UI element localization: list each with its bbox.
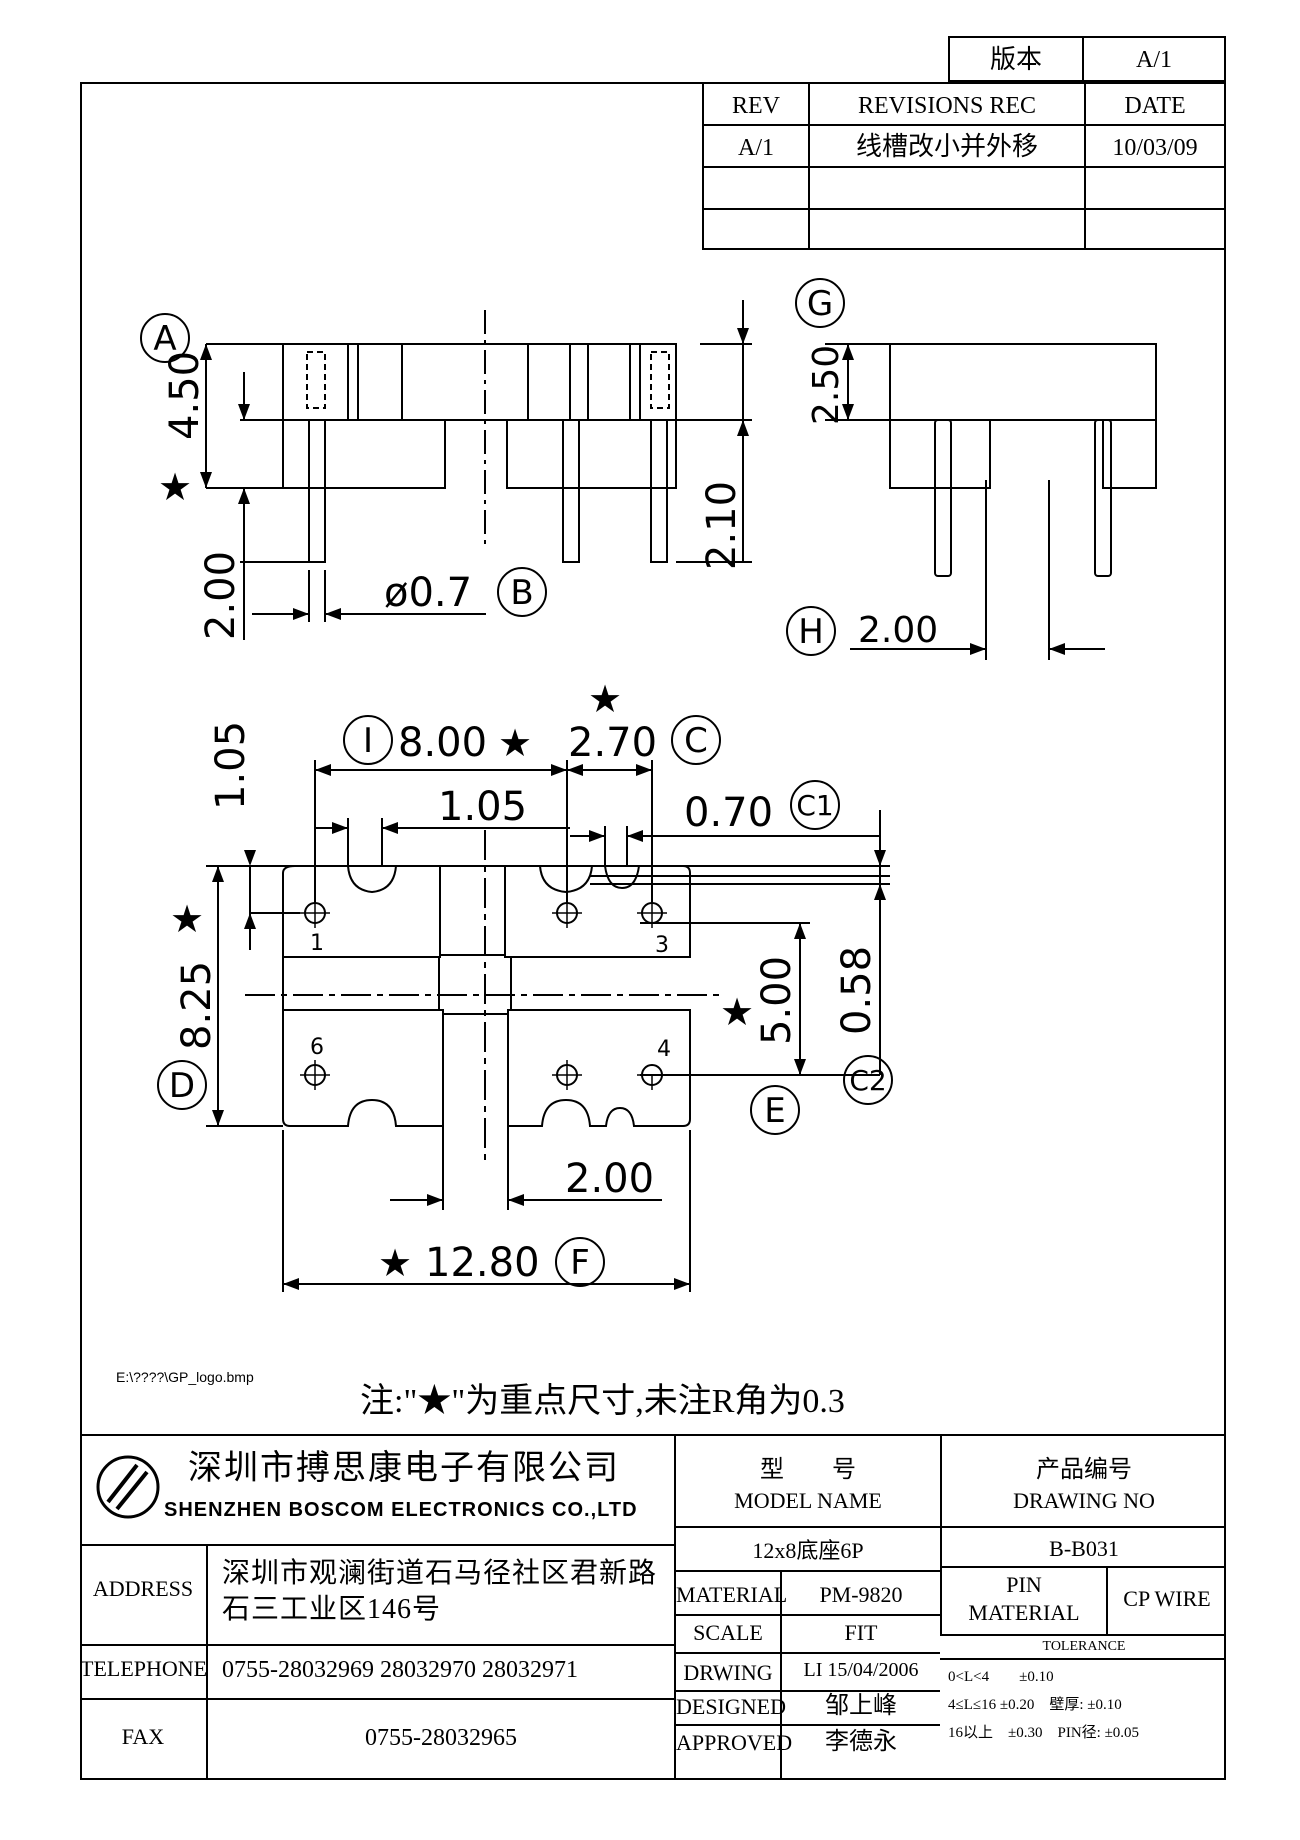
revisions-table: REV REVISIONS REC DATE A/1 线槽改小并外移 10/03… xyxy=(702,82,1226,250)
rev-header: REV xyxy=(732,93,780,119)
tolerance-row-1: 0<L<4 ±0.10 xyxy=(948,1669,1054,1685)
drwing-label: DRWING xyxy=(683,1660,773,1685)
side-view xyxy=(825,343,1157,660)
rev-cell: A/1 xyxy=(738,135,774,161)
pin-material-label-2: MATERIAL xyxy=(968,1600,1080,1625)
address-label: ADDRESS xyxy=(92,1576,194,1601)
revision-text-cell: 线槽改小并外移 xyxy=(855,132,1038,161)
dim-phi: ø0.7 xyxy=(384,570,472,616)
technical-drawing: A B G H I C C1 D E C2 F 4.50 2.00 ø0.7 2… xyxy=(140,278,1157,1292)
label-g: G xyxy=(807,284,833,324)
material-value: PM-9820 xyxy=(819,1582,903,1607)
label-d: D xyxy=(169,1066,195,1106)
title-block: 深圳市搏思康电子有限公司 SHENZHEN BOSCOM ELECTRONICS… xyxy=(80,1434,1226,1780)
version-box: 版本 A/1 xyxy=(948,36,1226,82)
company-logo xyxy=(96,1455,160,1519)
tolerance-row-3: 16以上 ±0.30 PIN径: ±0.05 xyxy=(948,1725,1140,1741)
dim-12-80: 12.80 xyxy=(425,1240,540,1286)
drawing-note: 注:"★"为重点尺寸,未注R角为0.3 xyxy=(360,1383,845,1420)
dim-2-00-left: 2.00 xyxy=(198,551,244,640)
label-e: E xyxy=(764,1091,785,1131)
star-a: ★ xyxy=(158,465,192,509)
star-5-00: ★ xyxy=(720,990,754,1034)
star-12-80: ★ xyxy=(378,1241,412,1285)
approved-label: APPROVED xyxy=(676,1730,793,1755)
dim-2-50: 2.50 xyxy=(806,345,847,425)
dim-5-00: 5.00 xyxy=(754,956,800,1045)
company-name-cn: 深圳市搏思康电子有限公司 xyxy=(188,1450,620,1487)
drwing-value: LI 15/04/2006 xyxy=(803,1659,919,1681)
drawing-label-en: DRAWING NO xyxy=(1013,1488,1155,1513)
dim-8-00: 8.00 xyxy=(398,720,487,766)
revisions-rec-header: REVISIONS REC xyxy=(857,93,1037,119)
scale-value: FIT xyxy=(844,1620,878,1645)
designed-label: DESIGNED xyxy=(676,1694,786,1719)
model-value: 12x8底座6P xyxy=(752,1538,864,1563)
front-view xyxy=(205,300,752,640)
star-2-70: ★ xyxy=(588,677,622,721)
label-f: F xyxy=(570,1243,590,1283)
label-c: C xyxy=(684,721,708,761)
star-8-25: ★ xyxy=(170,897,204,941)
pin-4-label: 4 xyxy=(657,1037,671,1062)
designed-value: 邹上峰 xyxy=(825,1693,897,1719)
drawing-value: B-B031 xyxy=(1049,1536,1119,1561)
label-c2: C2 xyxy=(849,1064,886,1097)
version-label: 版本 xyxy=(989,45,1042,74)
star-8-00: ★ xyxy=(498,721,532,765)
telephone-label: TELEPHONE xyxy=(80,1656,208,1681)
pin-1-label: 1 xyxy=(310,931,324,956)
fax-label: FAX xyxy=(121,1724,165,1749)
date-cell: 10/03/09 xyxy=(1112,135,1198,161)
drawing-frame xyxy=(80,82,1226,1780)
material-label: MATERIAL xyxy=(676,1582,788,1607)
dim-0-58: 0.58 xyxy=(834,946,880,1035)
model-label-cn: 型 号 xyxy=(760,1457,856,1483)
dim-2-00-side: 2.00 xyxy=(858,610,938,651)
label-i: I xyxy=(363,721,373,761)
scale-label: SCALE xyxy=(693,1620,763,1645)
drawing-label-cn: 产品编号 xyxy=(1036,1457,1132,1483)
logo-path: E:\????\GP_logo.bmp xyxy=(116,1369,254,1385)
model-label-en: MODEL NAME xyxy=(734,1488,882,1513)
dim-1-05-v: 1.05 xyxy=(208,721,254,810)
label-a: A xyxy=(153,319,176,359)
pin-3-label: 3 xyxy=(655,933,669,958)
dim-2-70: 2.70 xyxy=(568,720,657,766)
dim-8-25: 8.25 xyxy=(174,961,220,1050)
date-header: DATE xyxy=(1124,93,1186,119)
pin-6-label: 6 xyxy=(310,1035,324,1060)
label-h: H xyxy=(798,612,824,652)
tolerance-row-2: 4≤L≤16 ±0.20 壁厚: ±0.10 xyxy=(948,1697,1122,1713)
address-line2: 石三工业区146号 xyxy=(222,1594,442,1625)
dim-2-10: 2.10 xyxy=(699,481,745,570)
dim-4-50: 4.50 xyxy=(162,351,208,440)
telephone-value: 0755-28032969 28032970 28032971 xyxy=(222,1657,578,1683)
dim-1-05-h: 1.05 xyxy=(438,784,527,830)
dim-0-70: 0.70 xyxy=(684,790,773,836)
label-c1: C1 xyxy=(796,789,833,822)
dim-2-00-bottom: 2.00 xyxy=(565,1156,654,1202)
label-b: B xyxy=(510,573,533,613)
approved-value: 李德永 xyxy=(825,1729,897,1755)
address-line1: 深圳市观澜街道石马径社区君新路 xyxy=(222,1558,658,1589)
pin-material-label-1: PIN xyxy=(1006,1572,1042,1597)
pin-material-value: CP WIRE xyxy=(1123,1586,1211,1611)
fax-value: 0755-28032965 xyxy=(365,1725,517,1751)
tolerance-label: TOLERANCE xyxy=(1042,1639,1126,1654)
company-name-en: SHENZHEN BOSCOM ELECTRONICS CO.,LTD xyxy=(164,1499,638,1521)
version-value: A/1 xyxy=(1136,47,1172,73)
